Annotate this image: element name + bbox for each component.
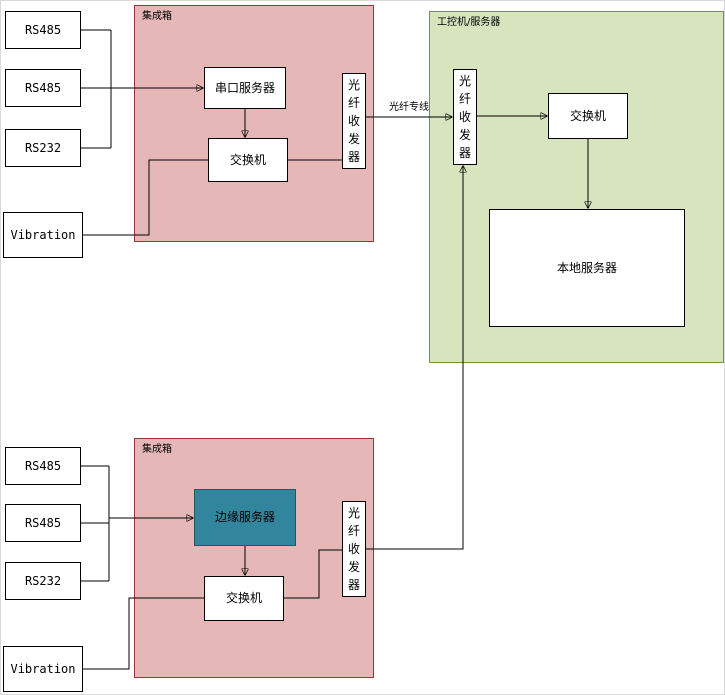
serial-server-node: 串口服务器 <box>204 67 286 109</box>
input-node-vibration-2: Vibration <box>3 646 83 692</box>
switch-node-bottom: 交换机 <box>204 576 284 621</box>
fiber-transceiver-node-bottom: 光纤收发器 <box>342 501 366 597</box>
fiber-transceiver-node-server: 光纤收发器 <box>453 69 477 165</box>
input-node-rs485-1: RS485 <box>5 11 81 49</box>
edge-server-node: 边缘服务器 <box>194 489 296 546</box>
local-server-node: 本地服务器 <box>489 209 685 327</box>
input-node-rs485-3: RS485 <box>5 447 81 485</box>
integration-box-bottom-label: 集成箱 <box>142 444 172 455</box>
input-node-rs232-1: RS232 <box>5 129 81 167</box>
input-node-vibration-1: Vibration <box>3 212 83 258</box>
switch-node-server: 交换机 <box>548 93 628 139</box>
input-node-rs485-2: RS485 <box>5 69 81 107</box>
fiber-transceiver-node-top: 光纤收发器 <box>342 73 366 169</box>
input-node-rs485-4: RS485 <box>5 504 81 542</box>
integration-box-bottom: 集成箱 <box>134 438 374 678</box>
integration-box-top-label: 集成箱 <box>142 11 172 22</box>
integration-box-top: 集成箱 <box>134 5 374 242</box>
server-area-label: 工控机/服务器 <box>437 17 501 28</box>
fiber-link-label: 光纤专线 <box>389 102 429 113</box>
input-node-rs232-2: RS232 <box>5 562 81 600</box>
switch-node-top: 交换机 <box>208 138 288 182</box>
